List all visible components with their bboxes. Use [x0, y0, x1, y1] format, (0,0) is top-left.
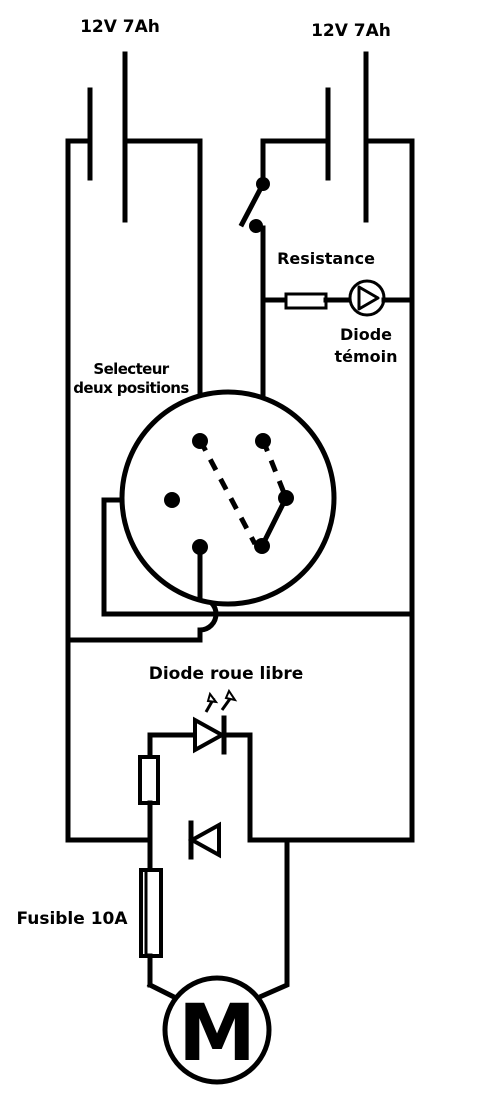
freewheel-circuit [138, 715, 290, 1000]
selector-label-line2: deux positions [73, 379, 189, 397]
left-circuit-wires [65, 138, 219, 843]
led-arrows-icon [204, 688, 238, 713]
switch [238, 177, 270, 233]
resistor-freewheel [138, 755, 160, 805]
fuse-label: Fusible 10A [16, 909, 128, 929]
motor-label: M [178, 989, 256, 1079]
fuse-icon [139, 868, 176, 1000]
battery-right-label: 12V 7Ah [311, 21, 391, 41]
indicator-branch [260, 279, 415, 317]
diode-roue-libre-label: Diode roue libre [149, 664, 304, 684]
motor-icon [162, 975, 272, 1085]
diode-temoin-label-line2: témoin [334, 347, 397, 366]
two-position-selector [119, 389, 337, 607]
battery-right [325, 51, 369, 223]
freewheel-diode-icon [187, 821, 221, 859]
selector-label-line1: Selecteur [93, 360, 169, 378]
resistance-label: Resistance [277, 249, 375, 268]
right-circuit-wires [197, 138, 415, 843]
led-diode-icon [193, 716, 227, 754]
battery-left-label: 12V 7Ah [80, 17, 160, 37]
diode-temoin-label-line1: Diode [340, 325, 392, 344]
battery-left [87, 51, 128, 223]
resistor-indicator [284, 292, 328, 310]
